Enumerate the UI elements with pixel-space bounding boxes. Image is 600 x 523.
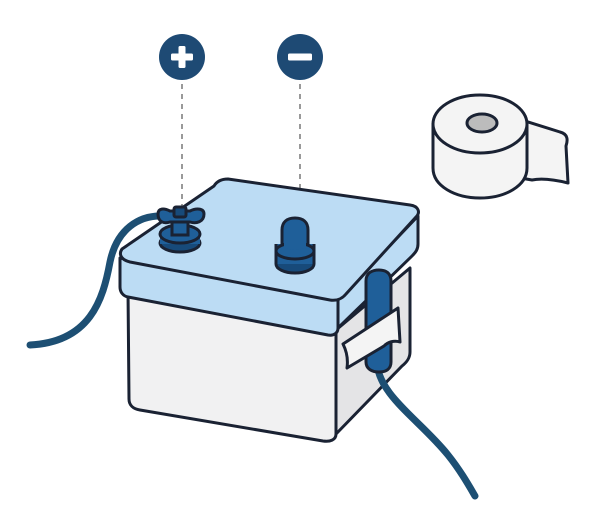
negative-badge <box>277 34 323 80</box>
positive-terminal <box>156 205 206 254</box>
tape-roll-core <box>465 112 499 134</box>
positive-cable <box>26 212 164 349</box>
tape-roll-icon <box>431 93 570 200</box>
positive-badge <box>159 34 205 80</box>
plus-icon <box>171 46 193 68</box>
minus-icon <box>288 53 312 61</box>
negative-cable <box>373 296 479 500</box>
cable-tape-strip <box>341 306 402 370</box>
negative-terminal <box>274 216 316 275</box>
battery-lid-front <box>118 256 340 337</box>
